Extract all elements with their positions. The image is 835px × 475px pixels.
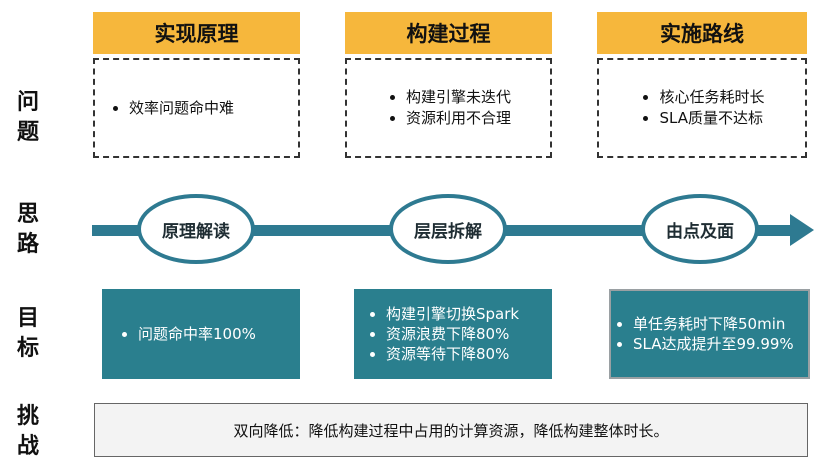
column-header-roadmap: 实施路线	[597, 12, 807, 54]
goal-list-roadmap: 单任务耗时下降50min SLA达成提升至99.99%	[611, 314, 794, 354]
problem-box-build-process: 构建引擎未迭代 资源利用不合理	[345, 58, 552, 158]
problem-list-build-process: 构建引擎未迭代 资源利用不合理	[386, 87, 511, 129]
row-label-goal-char-1: 目	[16, 306, 39, 331]
challenge-box: 双向降低：降低构建过程中占用的计算资源，降低构建整体时长。	[94, 403, 808, 457]
row-label-problem-char-2: 题	[16, 120, 39, 145]
problem-item: 构建引擎未迭代	[406, 87, 511, 108]
goal-item: 问题命中率100%	[138, 324, 256, 344]
row-label-challenge-char-2: 战	[16, 434, 39, 459]
column-header-principle: 实现原理	[93, 12, 300, 54]
approach-node-principle: 原理解读	[137, 194, 255, 264]
row-label-goal: 目 标	[8, 304, 48, 364]
row-label-goal-char-2: 标	[16, 336, 39, 361]
goal-box-roadmap: 单任务耗时下降50min SLA达成提升至99.99%	[609, 289, 810, 379]
problem-item: 资源利用不合理	[406, 108, 511, 129]
row-label-challenge: 挑 战	[8, 402, 48, 462]
challenge-text: 双向降低：降低构建过程中占用的计算资源，降低构建整体时长。	[233, 421, 669, 440]
problem-item: 核心任务耗时长	[659, 87, 764, 108]
problem-item: 效率问题命中难	[129, 98, 234, 119]
goal-box-principle: 问题命中率100%	[102, 289, 300, 379]
problem-list-principle: 效率问题命中难	[95, 98, 234, 119]
goal-item: 单任务耗时下降50min	[633, 314, 794, 334]
approach-node-build-process: 层层拆解	[389, 194, 507, 264]
goal-item: SLA达成提升至99.99%	[633, 334, 794, 354]
row-label-approach-char-2: 路	[16, 232, 39, 257]
goal-box-build-process: 构建引擎切换Spark 资源浪费下降80% 资源等待下降80%	[354, 289, 552, 379]
goal-list-build-process: 构建引擎切换Spark 资源浪费下降80% 资源等待下降80%	[354, 304, 519, 364]
row-label-challenge-char-1: 挑	[16, 404, 39, 429]
goal-list-principle: 问题命中率100%	[102, 324, 256, 344]
problem-list-roadmap: 核心任务耗时长 SLA质量不达标	[639, 87, 764, 129]
goal-item: 资源浪费下降80%	[386, 324, 519, 344]
row-label-approach-char-1: 思	[16, 202, 39, 227]
problem-item: SLA质量不达标	[659, 108, 764, 129]
approach-arrow-head-icon	[790, 214, 814, 246]
row-label-approach: 思 路	[8, 200, 48, 260]
column-header-build-process: 构建过程	[345, 12, 552, 54]
problem-box-principle: 效率问题命中难	[93, 58, 300, 158]
goal-item: 构建引擎切换Spark	[386, 304, 519, 324]
goal-item: 资源等待下降80%	[386, 344, 519, 364]
row-label-problem-char-1: 问	[16, 90, 39, 115]
approach-node-roadmap: 由点及面	[641, 194, 759, 264]
problem-box-roadmap: 核心任务耗时长 SLA质量不达标	[597, 58, 807, 158]
row-label-problem: 问 题	[8, 88, 48, 148]
